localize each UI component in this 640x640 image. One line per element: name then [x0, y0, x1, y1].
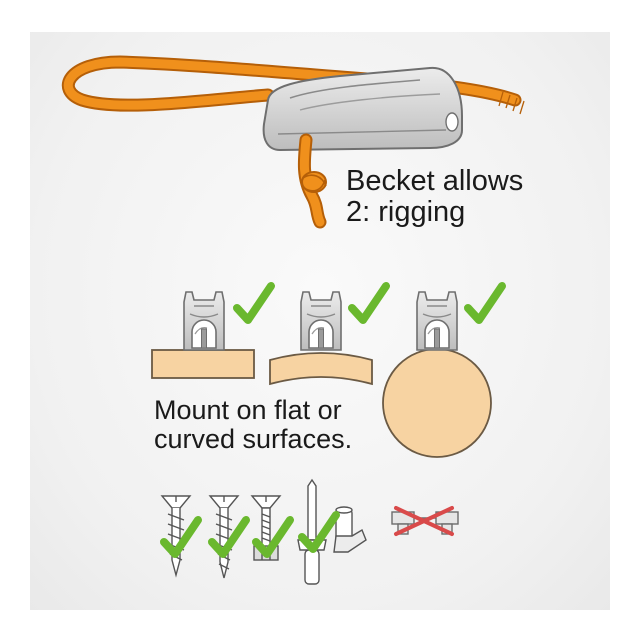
- rivet-icon: [333, 506, 367, 553]
- cross-icon: [394, 506, 454, 536]
- mount-caption: Mount on flat or curved surfaces.: [154, 395, 353, 455]
- becket-caption-line2: 2: rigging: [346, 196, 466, 229]
- cleat: [262, 66, 463, 152]
- mount-caption-line1: Mount on flat or: [154, 395, 342, 425]
- mount-caption-line2: curved surfaces.: [154, 424, 353, 455]
- becket-caption: Becket allows 2: rigging: [346, 165, 524, 229]
- round-surface-example: [382, 286, 502, 458]
- flat-surface-example: [151, 286, 271, 379]
- check-icon: [352, 286, 386, 320]
- fastener-row: [160, 478, 459, 585]
- becket-knot: [297, 133, 327, 229]
- check-icon: [237, 286, 271, 320]
- check-icon: [468, 286, 502, 320]
- curved-surface-example: [269, 286, 386, 386]
- becket-caption-line1: Becket allows: [346, 165, 524, 197]
- check-icon: [302, 515, 336, 549]
- check-icon: [256, 520, 290, 554]
